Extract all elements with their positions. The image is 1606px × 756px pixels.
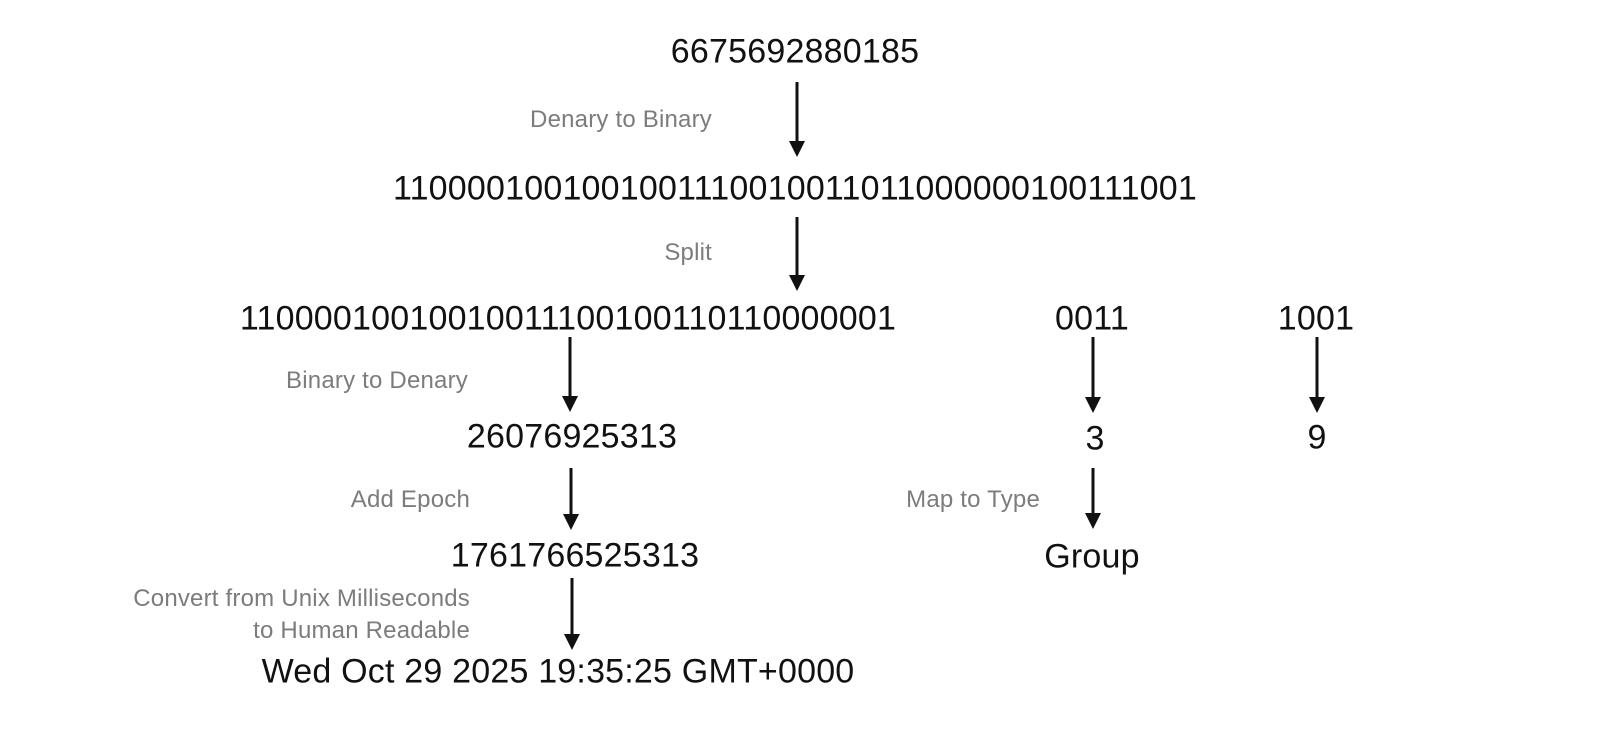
mapped-type-value: Group bbox=[1044, 537, 1140, 576]
binary-full-value: 1100001001001001110010011011000000100111… bbox=[392, 169, 1198, 208]
arrow-head-icon bbox=[563, 514, 579, 530]
step-label-denary-to-binary: Denary to Binary bbox=[530, 106, 712, 133]
convert-label-line1: Convert from Unix Milliseconds bbox=[133, 585, 470, 612]
step-label-map-to-type: Map to Type bbox=[906, 486, 1040, 513]
arrow-head-icon bbox=[789, 141, 805, 157]
decoded-middle-value: 3 bbox=[1085, 419, 1105, 458]
arrow-shaft bbox=[570, 578, 574, 637]
arrow-shaft bbox=[1091, 337, 1095, 400]
decoded-left-denary-value: 26076925313 bbox=[466, 417, 678, 456]
split-left-binary-value: 11000010010010011100100110110000001 bbox=[239, 299, 897, 338]
arrow-add-epoch bbox=[563, 468, 579, 530]
arrow-shaft bbox=[568, 337, 572, 399]
epoch-added-value: 1761766525313 bbox=[450, 536, 700, 575]
step-label-split: Split bbox=[664, 239, 712, 266]
step-label-add-epoch: Add Epoch bbox=[350, 486, 470, 513]
arrow-head-icon bbox=[1085, 397, 1101, 413]
split-right-binary-value: 1001 bbox=[1277, 299, 1355, 338]
decoded-right-value: 9 bbox=[1307, 418, 1327, 457]
human-readable-date-value: Wed Oct 29 2025 19:35:25 GMT+0000 bbox=[261, 652, 855, 691]
arrow-bits-0011-to-3 bbox=[1085, 337, 1101, 413]
arrow-head-icon bbox=[562, 396, 578, 412]
arrow-split bbox=[789, 217, 805, 291]
arrow-shaft bbox=[1315, 337, 1319, 400]
source-denary-value: 6675692880185 bbox=[670, 32, 920, 71]
arrow-to-human-readable bbox=[564, 578, 580, 650]
arrow-shaft bbox=[795, 82, 799, 144]
arrow-head-icon bbox=[1309, 397, 1325, 413]
arrow-shaft bbox=[795, 217, 799, 278]
arrow-shaft bbox=[569, 468, 573, 517]
arrow-map-to-type bbox=[1085, 468, 1101, 529]
arrow-bits-1001-to-9 bbox=[1309, 337, 1325, 413]
arrow-binary-to-denary bbox=[562, 337, 578, 412]
split-middle-binary-value: 0011 bbox=[1055, 299, 1129, 338]
arrow-denary-to-binary bbox=[789, 82, 805, 157]
step-label-binary-to-denary: Binary to Denary bbox=[286, 367, 468, 394]
step-label-convert-to-human-readable: Convert from Unix Milliseconds to Human … bbox=[133, 583, 470, 647]
arrow-head-icon bbox=[564, 634, 580, 650]
arrow-shaft bbox=[1091, 468, 1095, 516]
convert-label-line2: to Human Readable bbox=[253, 617, 470, 644]
arrow-head-icon bbox=[789, 275, 805, 291]
arrow-head-icon bbox=[1085, 513, 1101, 529]
